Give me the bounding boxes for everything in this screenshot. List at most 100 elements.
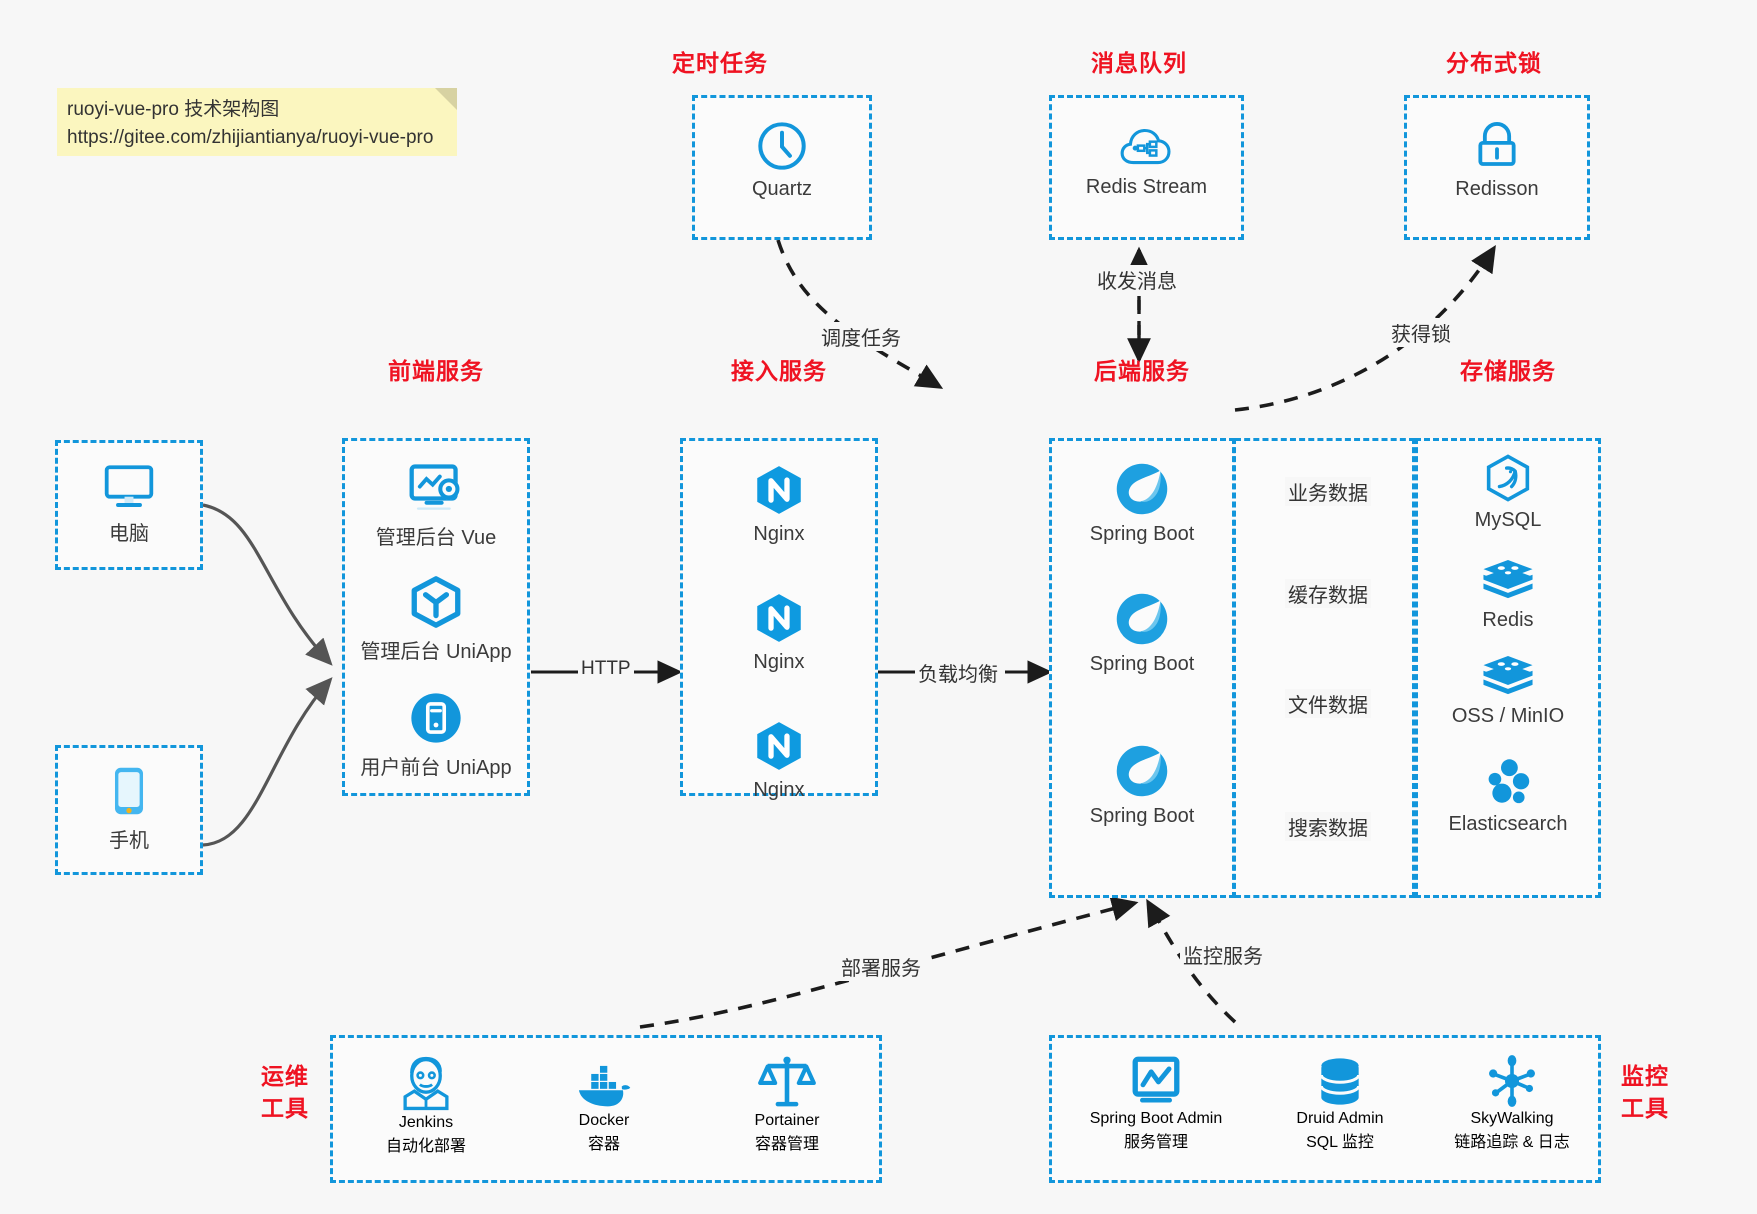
group-box-backend: Spring Boot Spring Boot Spring Boot: [1049, 438, 1235, 898]
cube-icon: [411, 576, 461, 628]
node-computer[interactable]: 电脑: [58, 459, 200, 546]
node-user-uniapp[interactable]: 用户前台 UniApp: [345, 689, 527, 780]
mobile-app-icon: [411, 693, 461, 743]
node-admin-uniapp[interactable]: 管理后台 UniApp: [345, 573, 527, 664]
group-box-scheduled-task: Quartz: [692, 95, 872, 240]
group-title-distributed-lock: 分布式锁: [1446, 50, 1542, 76]
node-label: Nginx: [753, 651, 805, 673]
spring-boot-icon: [1116, 593, 1168, 645]
node-sublabel: 链路追踪 & 日志: [1454, 1134, 1570, 1151]
node-label: 用户前台 UniApp: [360, 757, 512, 779]
elasticsearch-icon: [1488, 759, 1530, 804]
node-label: Quartz: [751, 178, 813, 200]
node-label: Spring Boot: [1089, 653, 1195, 675]
node-quartz[interactable]: Quartz: [695, 118, 869, 201]
node-admin-vue[interactable]: 管理后台 Vue: [345, 459, 527, 550]
group-title-storage: 存储服务: [1460, 358, 1556, 384]
node-label: Nginx: [753, 523, 805, 545]
node-label: Jenkins: [398, 1114, 454, 1131]
node-label: OSS / MinIO: [1451, 705, 1565, 727]
node-spring-boot-3[interactable]: Spring Boot: [1052, 741, 1232, 828]
redis-stack-icon: [1483, 560, 1533, 599]
client-box-computer: 电脑: [55, 440, 203, 570]
node-redis[interactable]: Redis: [1418, 553, 1598, 632]
data-lane-right-border: [1412, 438, 1415, 898]
devops-title-line2: 工具: [261, 1095, 309, 1121]
group-box-storage: MySQL Redis: [1415, 438, 1601, 898]
group-title-gateway: 接入服务: [731, 358, 827, 384]
node-druid-admin[interactable]: Druid Admin SQL 监控: [1250, 1054, 1430, 1152]
mysql-dolphin-icon: [1486, 454, 1530, 502]
database-stack-icon: [1319, 1058, 1361, 1105]
desktop-computer-icon: [104, 465, 154, 507]
edge-label-send-receive-message: 收发消息: [1094, 265, 1180, 294]
edge-label-search-data: 搜索数据: [1285, 812, 1371, 841]
monitor-title-line1: 监控: [1621, 1063, 1669, 1089]
node-label: 管理后台 UniApp: [360, 641, 512, 663]
node-spring-boot-admin[interactable]: Spring Boot Admin 服务管理: [1056, 1052, 1256, 1152]
node-spring-boot-1[interactable]: Spring Boot: [1052, 459, 1232, 546]
docker-whale-icon: [578, 1065, 631, 1107]
node-nginx-2[interactable]: Nginx: [683, 589, 875, 674]
edge-label-acquire-lock: 获得锁: [1388, 318, 1454, 347]
node-jenkins[interactable]: Jenkins 自动化部署: [341, 1052, 511, 1156]
node-redisson[interactable]: Redisson: [1407, 118, 1587, 201]
node-oss-minio[interactable]: OSS / MinIO: [1418, 649, 1598, 728]
node-label: SkyWalking: [1470, 1110, 1554, 1127]
group-title-frontend: 前端服务: [388, 358, 484, 384]
dashboard-settings-icon: [409, 464, 460, 510]
node-label: Redis: [1482, 609, 1534, 631]
group-box-devops-tools: Jenkins 自动化部署 Docker 容器: [330, 1035, 882, 1183]
node-docker[interactable]: Docker 容器: [519, 1060, 689, 1154]
node-label: MySQL: [1474, 509, 1542, 531]
data-lane-left-border: [1233, 438, 1236, 898]
node-sublabel: 容器: [587, 1136, 620, 1153]
nginx-icon: [757, 722, 801, 770]
node-redis-stream[interactable]: Redis Stream: [1052, 118, 1241, 199]
sticky-note: ruoyi-vue-pro 技术架构图 https://gitee.com/zh…: [57, 88, 457, 156]
edge-label-deploy-service: 部署服务: [838, 952, 924, 981]
edge-label-cache-data: 缓存数据: [1285, 579, 1371, 608]
node-label: Nginx: [753, 779, 805, 801]
node-label: 电脑: [109, 523, 149, 545]
scales-balance-icon: [758, 1056, 816, 1107]
group-title-message-queue: 消息队列: [1091, 50, 1187, 76]
node-portainer[interactable]: Portainer 容器管理: [697, 1052, 877, 1154]
node-nginx-3[interactable]: Nginx: [683, 717, 875, 802]
group-box-distributed-lock: Redisson: [1404, 95, 1590, 240]
edge-label-load-balance: 负载均衡: [915, 658, 1001, 687]
lock-icon: [1478, 122, 1516, 166]
node-label: 手机: [109, 830, 149, 852]
group-title-monitor-tools: 监控 工具: [1615, 1060, 1675, 1124]
node-elasticsearch[interactable]: Elasticsearch: [1418, 753, 1598, 836]
node-label: Portainer: [754, 1112, 820, 1129]
group-box-monitor-tools: Spring Boot Admin 服务管理 Druid Admin SQL 监…: [1049, 1035, 1601, 1183]
edge-label-business-data: 业务数据: [1285, 477, 1371, 506]
note-line-1: ruoyi-vue-pro 技术架构图: [67, 99, 280, 120]
clock-icon: [758, 122, 806, 170]
group-box-frontend: 管理后台 Vue 管理后台 UniApp 用户前台 UniApp: [342, 438, 530, 796]
group-box-message-queue: Redis Stream: [1049, 95, 1244, 240]
group-title-scheduled-task: 定时任务: [672, 50, 768, 76]
monitor-chart-icon: [1132, 1056, 1180, 1103]
edge-label-http: HTTP: [578, 658, 634, 680]
note-line-2: https://gitee.com/zhijiantianya/ruoyi-vu…: [67, 127, 434, 148]
node-mysql[interactable]: MySQL: [1418, 451, 1598, 532]
cloud-network-icon: [1120, 128, 1171, 165]
object-storage-icon: [1483, 656, 1533, 695]
node-nginx-1[interactable]: Nginx: [683, 461, 875, 546]
edge-label-schedule-task: 调度任务: [818, 322, 904, 351]
node-phone[interactable]: 手机: [58, 762, 200, 853]
network-nodes-icon: [1489, 1055, 1535, 1107]
node-sublabel: SQL 监控: [1306, 1134, 1374, 1151]
node-label: Spring Boot: [1089, 523, 1195, 545]
node-sublabel: 容器管理: [754, 1136, 819, 1153]
jenkins-butler-icon: [403, 1056, 449, 1111]
group-title-backend: 后端服务: [1094, 358, 1190, 384]
edge-label-monitor-service: 监控服务: [1180, 940, 1266, 969]
spring-boot-icon: [1116, 745, 1168, 797]
node-skywalking[interactable]: SkyWalking 链路追踪 & 日志: [1420, 1052, 1604, 1152]
node-spring-boot-2[interactable]: Spring Boot: [1052, 589, 1232, 676]
node-label: 管理后台 Vue: [375, 527, 497, 549]
group-box-gateway: Nginx Nginx Nginx: [680, 438, 878, 801]
